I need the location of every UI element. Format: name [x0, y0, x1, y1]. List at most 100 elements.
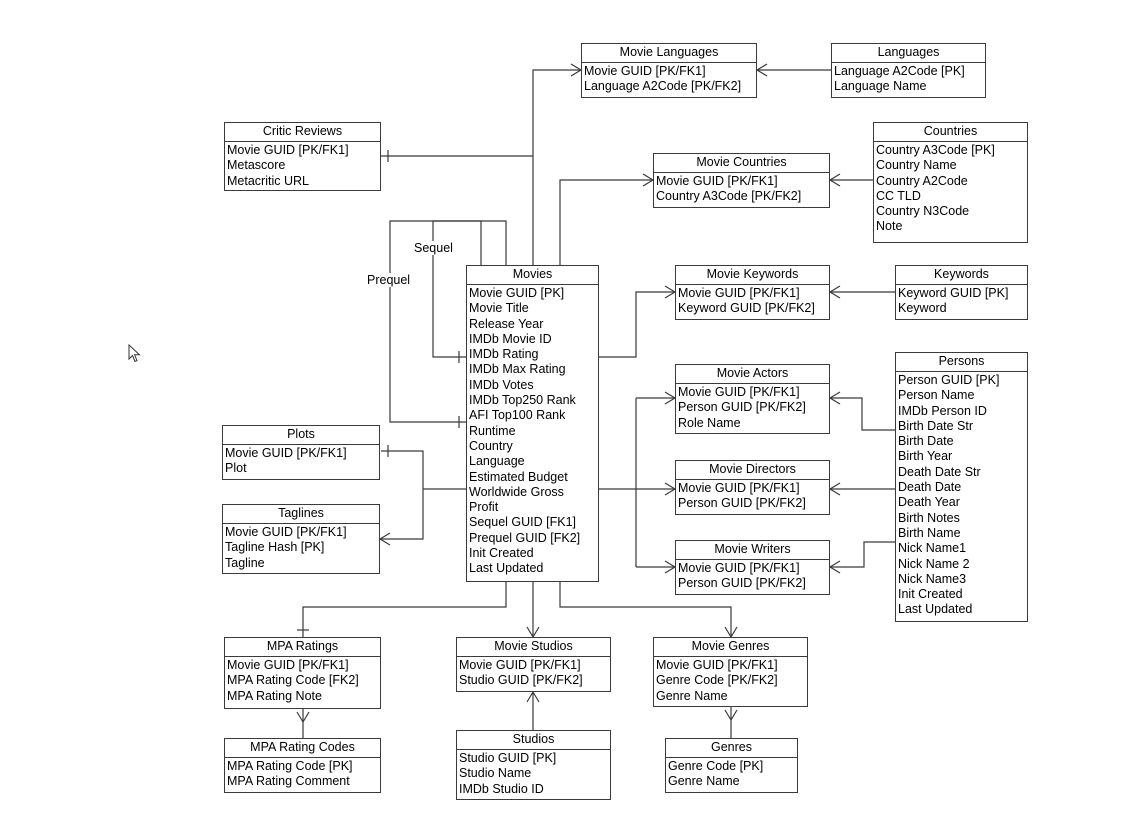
many-marker: [532, 626, 540, 638]
entity-field: Tagline Hash [PK]: [225, 540, 325, 555]
entity-fields: MPA Rating Code [PK]MPA Rating Comment: [225, 758, 380, 790]
entity-field: Nick Name3: [898, 571, 967, 586]
entity-title: MPA Rating Codes: [225, 739, 380, 758]
entity-title: Movie Keywords: [676, 266, 829, 285]
entity-field: Language Name: [834, 79, 927, 94]
entity-field: Birth Date Str: [898, 418, 974, 433]
many-marker: [829, 397, 841, 405]
entity-field: Keyword GUID [PK]: [898, 286, 1009, 300]
entity-field: Keyword: [898, 301, 947, 316]
entity-title: Movies: [467, 266, 598, 285]
many-marker: [302, 711, 310, 723]
entity-title: Keywords: [896, 266, 1027, 285]
entity-field: Init Created: [469, 546, 534, 561]
many-marker: [829, 488, 841, 496]
entity-field: Sequel GUID [FK1]: [469, 515, 576, 530]
relationship-line: [830, 397, 895, 431]
entity-title: Movie Directors: [676, 461, 829, 480]
many-marker: [829, 391, 841, 399]
entity-field: Nick Name1: [898, 541, 967, 556]
entity-title: Genres: [666, 739, 797, 758]
entity-title: Critic Reviews: [225, 123, 380, 142]
many-marker: [756, 69, 768, 77]
many-marker: [724, 626, 732, 638]
entity-field: Movie GUID [PK/FK1]: [225, 446, 347, 460]
entity-title: Movie Languages: [582, 44, 756, 63]
entity-field: Person Name: [898, 388, 975, 403]
entity-fields: Movie GUID [PK/FK1]Person GUID [PK/FK2]R…: [676, 384, 829, 431]
entity-field: Country A2Code: [876, 173, 968, 188]
entity-field: Estimated Budget: [469, 469, 568, 484]
many-marker: [570, 63, 582, 71]
many-marker: [829, 291, 841, 299]
entity-field: Death Year: [898, 495, 960, 510]
many-marker: [532, 691, 540, 703]
entity-field: Person GUID [PK/FK2]: [678, 496, 806, 511]
entity-field: Studio GUID [PK/FK2]: [459, 673, 583, 688]
entity-fields: Movie GUID [PK/FK1]Keyword GUID [PK/FK2]: [676, 285, 829, 317]
entity-field: Keyword GUID [PK/FK2]: [678, 301, 815, 316]
entity-field: Language A2Code [PK]: [834, 64, 965, 78]
relationship-line: [599, 291, 675, 358]
entity-field: Movie GUID [PK/FK1]: [678, 481, 800, 495]
entity-title: Taglines: [223, 505, 379, 524]
entity-field: Movie GUID [PK/FK1]: [584, 64, 706, 78]
entity-field: Language A2Code [PK/FK2]: [584, 79, 742, 94]
entity-field: Metacritic URL: [227, 173, 309, 188]
entity-field: Movie Title: [469, 301, 529, 316]
entity-title: Movie Studios: [457, 638, 610, 657]
many-marker: [664, 488, 676, 496]
many-marker: [664, 397, 676, 405]
many-marker: [379, 532, 391, 540]
entity-field: Movie GUID [PK/FK1]: [678, 385, 800, 399]
entity-fields: Movie GUID [PK/FK1]Studio GUID [PK/FK2]: [457, 657, 610, 689]
entity-field: Country N3Code: [876, 204, 970, 219]
entity-field: IMDb Movie ID: [469, 331, 552, 346]
many-marker: [664, 291, 676, 299]
entity-field: Movie GUID [PK/FK1]: [225, 525, 347, 539]
many-marker: [570, 69, 582, 77]
many-marker: [730, 709, 738, 721]
entity-field: Studio Name: [459, 766, 532, 781]
entity-fields: Movie GUID [PK/FK1]Country A3Code [PK/FK…: [654, 173, 829, 205]
entity-field: IMDb Person ID: [898, 403, 987, 418]
sequel-label: Sequel: [413, 241, 454, 255]
entity-fields: Movie GUID [PK/FK1]Person GUID [PK/FK2]: [676, 560, 829, 592]
entity-fields: Movie GUID [PK/FK1]Tagline Hash [PK]Tagl…: [223, 524, 379, 571]
entity-field: CC TLD: [876, 188, 921, 203]
relationship-line: [532, 69, 581, 265]
entity-field: Birth Date: [898, 434, 954, 449]
entity-title: Countries: [874, 123, 1027, 142]
entity-title: Movie Genres: [654, 638, 807, 657]
entity-field: Profit: [469, 500, 499, 515]
entity-title: Movie Countries: [654, 154, 829, 173]
entity-field: Country A3Code [PK]: [876, 143, 995, 157]
entity-field: Genre Code [PK]: [668, 759, 764, 773]
entity-field: Genre Name: [656, 688, 728, 703]
entity-field: Tagline: [225, 555, 265, 570]
